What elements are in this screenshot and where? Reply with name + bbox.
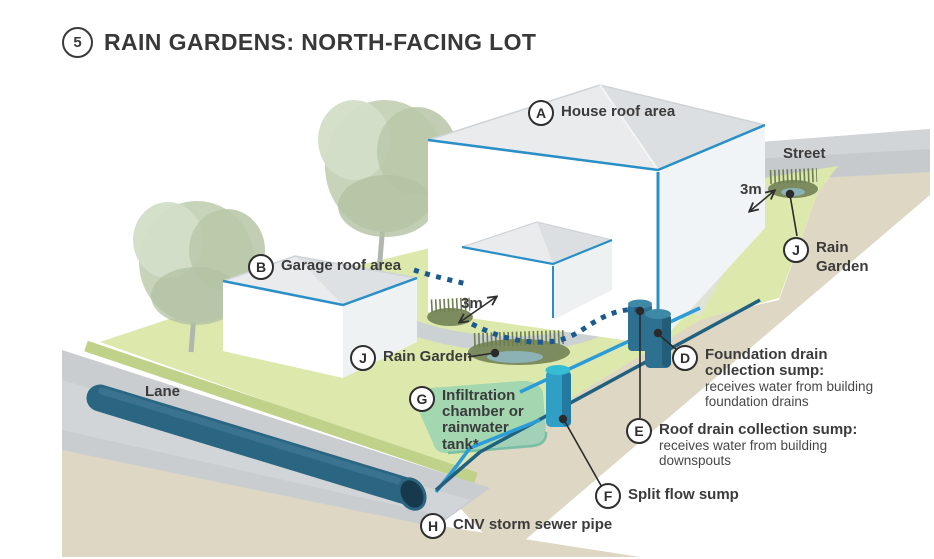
dimension-mid-label: 3m	[461, 295, 483, 312]
storm-sewer-pipe	[86, 384, 427, 511]
rain-garden-mid	[468, 330, 570, 365]
roof-sump-label: Roof drain collection sump:	[659, 421, 858, 438]
soil-face-lane-side	[62, 446, 640, 557]
callout-rain-garden-mid: J Rain Garden	[350, 345, 472, 371]
split-flow-sump	[545, 365, 571, 427]
callout-letter-g: G	[409, 386, 435, 412]
callout-letter-e: E	[626, 418, 652, 444]
figure-title: 5 RAIN GARDENS: NORTH-FACING LOT	[62, 27, 536, 58]
callout-letter-f: F	[595, 483, 621, 509]
infiltration-chamber-edge	[447, 431, 548, 455]
lane-green-strip	[84, 340, 478, 484]
street-surface-light	[748, 129, 930, 159]
leader-lines	[467, 189, 798, 490]
callout-foundation-sump: D Foundation drain collection sump: rece…	[672, 345, 877, 410]
dimension-street-label: 3m	[740, 181, 762, 198]
tree-left	[133, 201, 265, 353]
rain-garden-mid-label: Rain Garden	[383, 348, 473, 365]
lane-label: Lane	[145, 383, 181, 400]
flow-dotted-lines	[413, 267, 642, 345]
callout-split-sump: F Split flow sump	[595, 483, 739, 509]
callout-letter-j-street: J	[783, 237, 809, 263]
dimension-arrow-mid	[460, 297, 496, 322]
callout-letter-d: D	[672, 345, 698, 371]
page-title: RAIN GARDENS: NORTH-FACING LOT	[104, 29, 537, 55]
split-sump-label: Split flow sump	[628, 486, 739, 503]
callout-roof-sump: E Roof drain collection sump: receives w…	[626, 418, 877, 469]
foundation-drain-collection-sump	[645, 309, 671, 368]
callout-rain-garden-street: J Rain Garden	[783, 237, 882, 276]
callout-letter-j-mid: J	[350, 345, 376, 371]
callout-storm-pipe: H CNV storm sewer pipe	[420, 513, 612, 539]
callout-letter-h: H	[420, 513, 446, 539]
dimension-arrow-street	[750, 191, 774, 211]
garage	[222, 255, 418, 378]
callout-infiltration: G Infiltration chamber or rainwater tank…	[409, 386, 538, 453]
infiltration-label: Infiltration chamber or rainwater tank*	[442, 387, 524, 453]
garage-roof-label: Garage roof area	[281, 257, 402, 274]
house	[427, 84, 766, 345]
street-label: Street	[783, 145, 826, 162]
storm-pipe-label: CNV storm sewer pipe	[453, 516, 613, 533]
foundation-sump-label: Foundation drain collection sump:	[705, 346, 828, 380]
foundation-sump-desc: receives water from building foundation …	[705, 379, 874, 410]
roof-sump-desc: receives water from building downspouts	[659, 438, 828, 469]
figure-number-badge: 5	[62, 27, 93, 58]
callout-letter-b: B	[248, 254, 274, 280]
callout-house-roof: A House roof area	[528, 100, 675, 126]
house-roof-label: House roof area	[561, 103, 676, 120]
rain-garden-street-label: Rain Garden	[816, 239, 869, 276]
callout-letter-a: A	[528, 100, 554, 126]
callout-garage-roof: B Garage roof area	[248, 254, 401, 280]
